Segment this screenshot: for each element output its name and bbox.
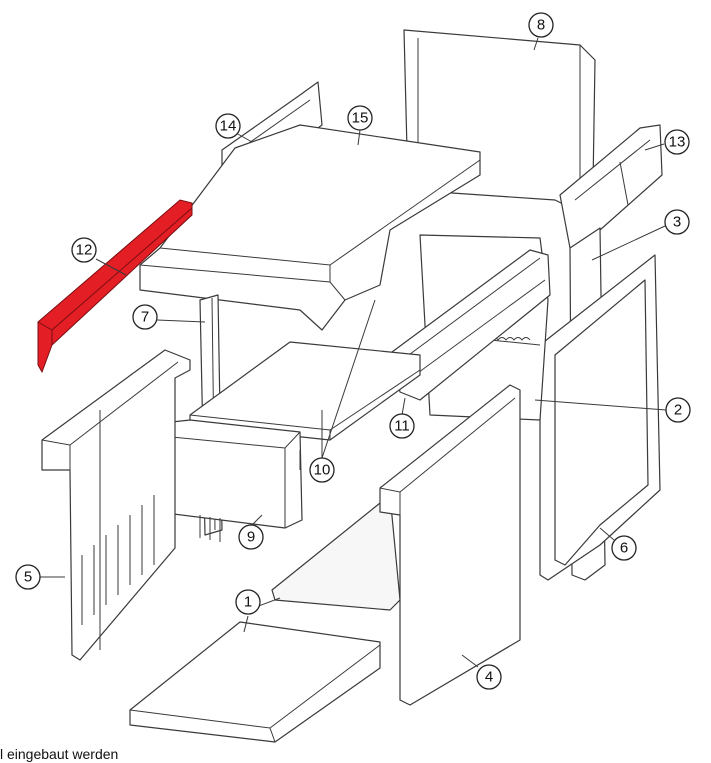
part-1-floor-plate — [129, 494, 401, 743]
callout-6: 6 — [611, 535, 637, 561]
svg-text:4: 4 — [485, 669, 493, 686]
svg-text:7: 7 — [141, 309, 149, 326]
svg-text:2: 2 — [674, 402, 682, 419]
callout-5: 5 — [15, 564, 41, 590]
part-4-right-front-panel — [379, 384, 521, 706]
callout-4: 4 — [476, 664, 502, 690]
callout-15: 15 — [347, 105, 373, 131]
svg-text:3: 3 — [673, 214, 681, 231]
svg-text:6: 6 — [620, 540, 628, 557]
callout-9: 9 — [238, 524, 264, 550]
part-6-right-outer-panel — [539, 254, 661, 581]
callout-13: 13 — [664, 129, 690, 155]
callout-8: 8 — [528, 12, 554, 38]
callout-10: 10 — [309, 457, 335, 483]
svg-text:8: 8 — [537, 17, 545, 34]
leader-lines — [40, 37, 667, 668]
callout-14: 14 — [215, 113, 241, 139]
callout-7: 7 — [132, 304, 158, 330]
callout-12: 12 — [71, 237, 97, 263]
svg-text:12: 12 — [76, 242, 93, 259]
callout-1: 1 — [235, 589, 261, 615]
svg-text:13: 13 — [669, 134, 686, 151]
caption-text: l eingebaut werden — [0, 746, 119, 762]
part-11-middle-profile — [391, 249, 551, 401]
svg-text:9: 9 — [247, 529, 255, 546]
svg-text:15: 15 — [352, 110, 369, 127]
svg-text:5: 5 — [24, 569, 32, 586]
svg-text:10: 10 — [314, 462, 331, 479]
callout-2: 2 — [665, 397, 691, 423]
part-15-top-plate — [139, 124, 481, 331]
part-12-highlighted-brick — [37, 199, 193, 374]
svg-text:11: 11 — [394, 418, 410, 435]
part-5-left-side-panel — [41, 349, 191, 661]
callout-3: 3 — [664, 209, 690, 235]
svg-text:14: 14 — [220, 118, 237, 135]
svg-text:1: 1 — [244, 594, 252, 611]
callout-11: 11 — [389, 413, 415, 439]
